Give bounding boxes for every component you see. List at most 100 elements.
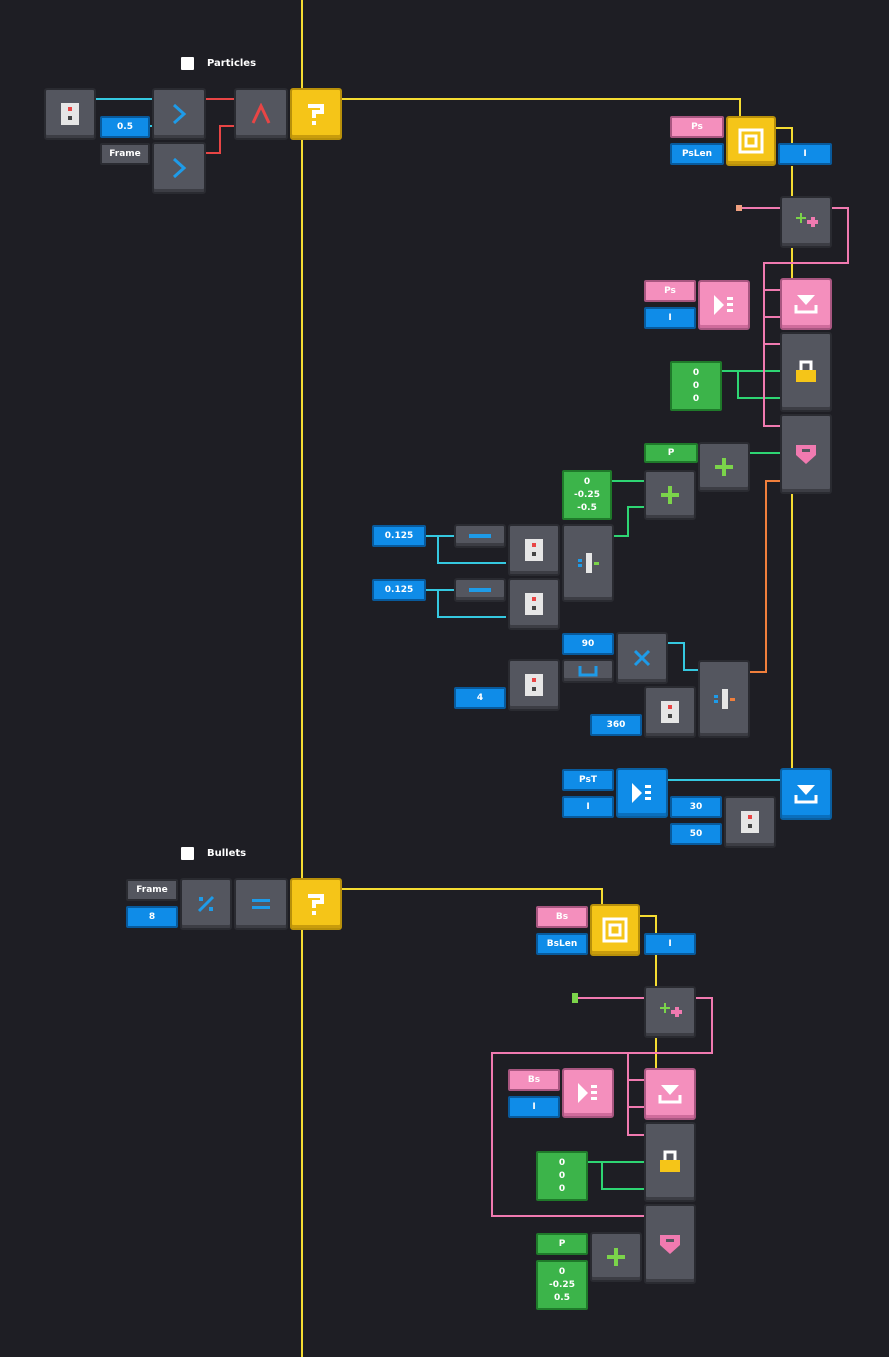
branch-node-bullets[interactable] [290, 878, 342, 930]
bs-value[interactable]: Bs [536, 906, 588, 928]
heart-node-bullets[interactable] [644, 1204, 696, 1284]
frame-value-b[interactable]: Frame [126, 879, 178, 901]
velocity-vector[interactable]: 0 -0.25 -0.5 [562, 470, 612, 520]
loop-index[interactable]: I [778, 143, 832, 165]
plus-icon [646, 472, 694, 518]
lock-icon [782, 334, 830, 410]
get-item-icon [782, 770, 830, 818]
loop-index-b[interactable]: I [644, 933, 696, 955]
bullets-title: Bullets [207, 848, 247, 859]
velocity-b-z: 0.5 [554, 1292, 570, 1303]
ps-value[interactable]: Ps [670, 116, 724, 138]
half-value[interactable]: 0.5 [100, 116, 150, 138]
particles-heading: Particles [181, 57, 256, 70]
lock-node-particles[interactable] [780, 332, 832, 412]
plus-node-particles-2[interactable] [644, 470, 696, 520]
random-dice-icon [510, 526, 558, 574]
random-node-a[interactable] [508, 524, 560, 576]
and-icon [236, 90, 286, 138]
four-value[interactable]: 4 [454, 687, 506, 709]
three-sixty-value[interactable]: 360 [590, 714, 642, 736]
angle-compose-node[interactable] [698, 660, 750, 738]
length-node-pst[interactable] [616, 768, 668, 818]
ps-value-2[interactable]: Ps [644, 280, 696, 302]
floor-icon [564, 661, 612, 681]
greater-than-node[interactable] [152, 88, 206, 140]
bs-value-2[interactable]: Bs [508, 1069, 560, 1091]
pst-value[interactable]: PsT [562, 769, 614, 791]
plus-icon [700, 444, 748, 490]
eight-value[interactable]: 8 [126, 906, 178, 928]
ps-index[interactable]: I [644, 307, 696, 329]
loop-icon [728, 118, 774, 164]
p-vector-b[interactable]: P [536, 1233, 588, 1255]
random-range-a[interactable]: 0.125 [372, 525, 426, 547]
modulo-node[interactable] [180, 878, 232, 930]
velocity-vector-b[interactable]: 0 -0.25 0.5 [536, 1260, 588, 1310]
list-length-icon [618, 770, 666, 816]
random-node[interactable] [44, 88, 96, 140]
get-item-node-pst[interactable] [780, 768, 832, 820]
zero-vector-y: 0 [692, 380, 700, 391]
random-node-e[interactable] [724, 796, 776, 848]
pslen-value[interactable]: PsLen [670, 143, 724, 165]
length-node-particles[interactable] [698, 280, 750, 330]
plus-icon [592, 1234, 640, 1280]
pst-index[interactable]: I [562, 796, 614, 818]
heart-icon [782, 416, 830, 492]
random-dice-icon [646, 688, 694, 736]
loop-node-particles[interactable] [726, 116, 776, 166]
and-node[interactable] [234, 88, 288, 140]
bslen-value[interactable]: BsLen [536, 933, 588, 955]
get-item-icon [646, 1070, 694, 1118]
multiply-node[interactable] [616, 632, 668, 684]
lock-node-bullets[interactable] [644, 1122, 696, 1202]
bullets-heading: Bullets [181, 847, 246, 860]
random-node-c[interactable] [508, 659, 560, 711]
velocity-y: -0.25 [574, 489, 600, 500]
multiply-icon [618, 634, 666, 682]
negate-node-b[interactable] [454, 578, 506, 602]
vector-compose-node[interactable] [562, 524, 614, 602]
fifty-value[interactable]: 50 [670, 823, 722, 845]
length-node-bullets[interactable] [562, 1068, 614, 1118]
p-vector[interactable]: P [644, 443, 698, 463]
velocity-b-x: 0 [558, 1266, 566, 1277]
list-length-icon [564, 1070, 612, 1116]
zero-vector-z: 0 [692, 393, 700, 404]
branch-node-particles[interactable] [290, 88, 342, 140]
heart-node-particles[interactable] [780, 414, 832, 494]
add-item-output-port[interactable] [736, 205, 742, 211]
add-item-output-port-b[interactable] [572, 993, 578, 1003]
equals-node[interactable] [234, 878, 288, 930]
random-range-b[interactable]: 0.125 [372, 579, 426, 601]
get-item-node-bullets[interactable] [644, 1068, 696, 1120]
get-item-node-particles[interactable] [780, 278, 832, 330]
loop-node-bullets[interactable] [590, 904, 640, 956]
plus-node-particles[interactable] [698, 442, 750, 492]
random-node-b[interactable] [508, 578, 560, 630]
random-dice-icon [726, 798, 774, 846]
greater-than-icon [154, 90, 204, 138]
bs-index[interactable]: I [508, 1096, 560, 1118]
get-item-icon [782, 280, 830, 328]
bullets-checkbox[interactable] [181, 847, 194, 860]
floor-node[interactable] [562, 659, 614, 683]
particles-checkbox[interactable] [181, 57, 194, 70]
greater-than-node-2[interactable] [152, 142, 206, 194]
add-item-node-bullets[interactable] [644, 986, 696, 1038]
plus-node-bullets[interactable] [590, 1232, 642, 1282]
add-item-node-particles[interactable] [780, 196, 832, 248]
ninety-value[interactable]: 90 [562, 633, 614, 655]
thirty-value[interactable]: 30 [670, 796, 722, 818]
zero-vector-b-y: 0 [558, 1170, 566, 1181]
negate-node-a[interactable] [454, 524, 506, 548]
zero-vector-b[interactable]: 0 0 0 [536, 1151, 588, 1201]
velocity-z: -0.5 [577, 502, 597, 513]
frame-value[interactable]: Frame [100, 143, 150, 165]
random-node-d[interactable] [644, 686, 696, 738]
list-length-icon [700, 282, 748, 328]
zero-vector[interactable]: 0 0 0 [670, 361, 722, 411]
